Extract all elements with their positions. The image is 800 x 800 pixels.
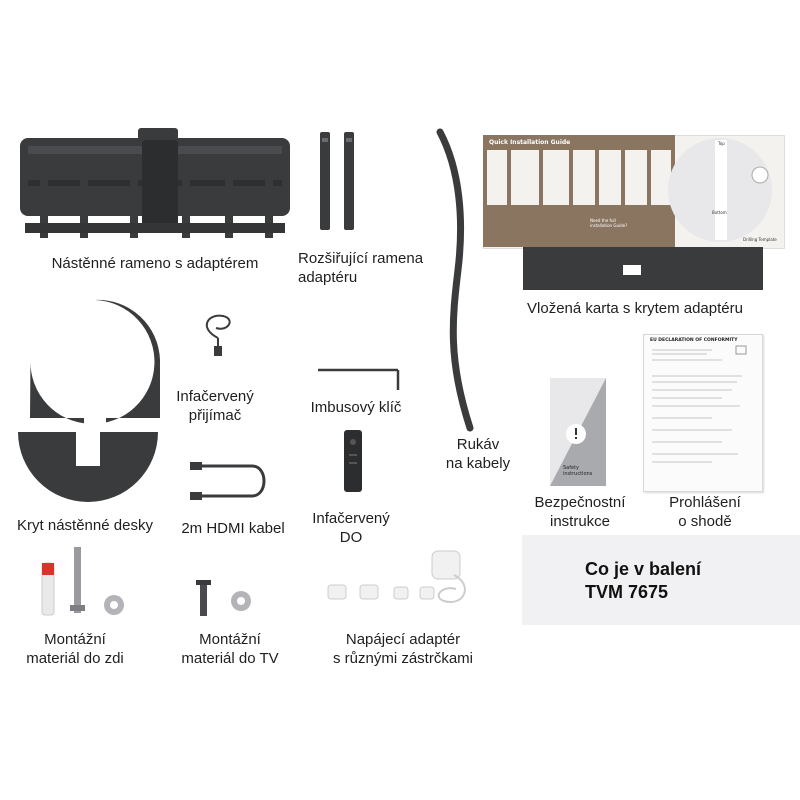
quick-guide-steps: [487, 150, 671, 205]
adapter-cover: [523, 247, 763, 290]
ir-remote-label: Infačervený DO: [312, 510, 390, 546]
declaration-lines: [652, 345, 747, 463]
quick-guide-title: Quick Installation Guide: [489, 139, 571, 146]
wall-cover-label: Kryt nástěnné desky: [17, 517, 153, 534]
package-contents-panel: [522, 535, 800, 625]
extension-arms-label: Rozšiřující ramena adaptéru: [298, 250, 424, 286]
declaration-label: Prohlášení o shodě: [669, 494, 741, 530]
power-adapter-label: Napájecí adaptér s různými zástrčkami: [332, 631, 474, 667]
ir-receiver-illustration: [205, 314, 231, 356]
allen-key-label: Imbusový klíč: [310, 399, 402, 416]
template-top: Top: [718, 141, 725, 146]
power-adapter-illustration: [327, 550, 466, 604]
template-drilling-label: Drilling Template: [743, 237, 777, 242]
tv-material-label: Montážní materiál do TV: [181, 631, 279, 667]
allen-key-illustration: [318, 368, 400, 390]
hdmi-label: 2m HDMI kabel: [181, 520, 285, 537]
wall-arm-illustration: [20, 128, 290, 238]
package-contents-title: Co je v balení: [585, 559, 702, 579]
need-help-text: Need the full installation Guide?: [590, 218, 628, 228]
wall-cover-bottom: [18, 432, 158, 502]
wall-material-label: Montážní materiál do zdi: [26, 631, 124, 667]
declaration-heading: EU DECLARATION OF CONFORMITY: [650, 338, 738, 343]
cable-sleeve-illustration: [436, 128, 474, 432]
drilling-template: [668, 138, 772, 242]
safety-card-text: Safety instructions: [563, 465, 593, 477]
wall-arm-label: Nástěnné rameno s adaptérem: [51, 255, 259, 272]
tv-material-illustration: [196, 580, 251, 616]
ir-receiver-label: Infačervený přijímač: [176, 388, 254, 424]
wall-material-illustration: [41, 547, 124, 616]
wall-cover-top: [30, 299, 160, 424]
safety-label: Bezpečnostní instrukce: [534, 494, 626, 530]
template-bottom: Bottom: [712, 210, 727, 215]
extension-arms-illustration: [320, 132, 354, 230]
insert-card-label: Vložená karta s krytem adaptéru: [527, 300, 743, 317]
hdmi-cable-illustration: [190, 462, 266, 500]
model-number: TVM 7675: [585, 582, 669, 602]
cable-sleeve-label: Rukáv na kabely: [445, 436, 511, 472]
ir-remote-illustration: [344, 430, 362, 492]
safety-instructions-illustration: [550, 378, 606, 486]
